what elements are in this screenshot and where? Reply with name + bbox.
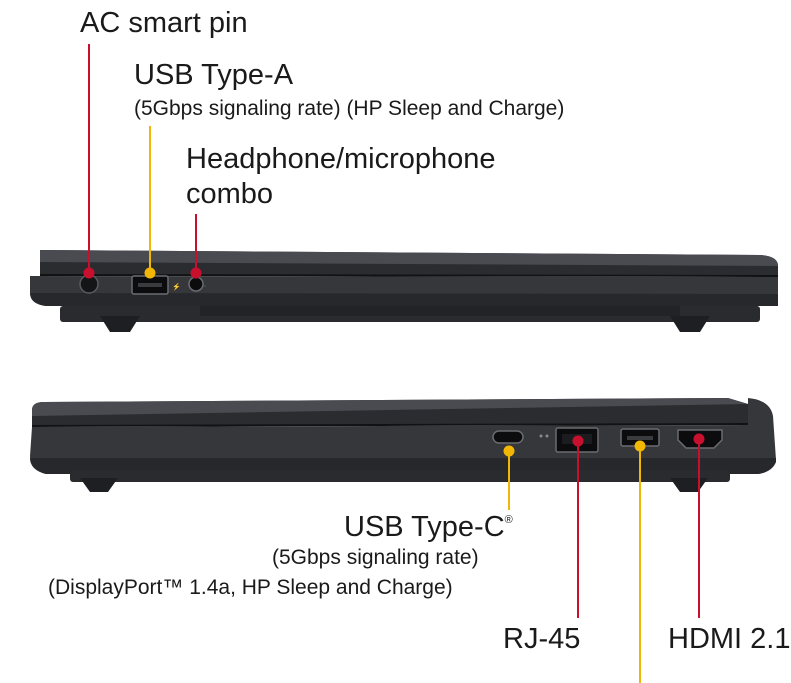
laptop-right-side-view bbox=[30, 398, 776, 492]
usb-c-detail-line1: (5Gbps signaling rate) bbox=[272, 546, 479, 569]
usb-c-registered-mark: ® bbox=[504, 514, 513, 526]
headphone-label-line2: combo bbox=[186, 178, 274, 210]
rj45-label: RJ-45 bbox=[503, 623, 581, 655]
usb-c-label: USB Type-C® bbox=[344, 511, 513, 544]
hdmi-callout-dot bbox=[693, 433, 705, 445]
headphone-callout-dot bbox=[190, 267, 202, 279]
usb-a-label: USB Type-A bbox=[134, 59, 294, 91]
usb-a-right-callout-dot bbox=[634, 440, 646, 452]
usb-c-title: USB Type-C bbox=[344, 511, 505, 543]
usb-a-detail: (5Gbps signaling rate) (HP Sleep and Cha… bbox=[134, 97, 565, 120]
laptop-left-side-view: ⚡ ◦ bbox=[30, 250, 779, 332]
svg-text:◦: ◦ bbox=[204, 284, 206, 290]
headphone-label-line1: Headphone/microphone bbox=[186, 143, 496, 175]
usb-c-port bbox=[492, 430, 524, 444]
ac-pin-callout-dot bbox=[83, 267, 95, 279]
headphone-port bbox=[188, 276, 204, 292]
usb-c-detail-line2: (DisplayPort™ 1.4a, HP Sleep and Charge) bbox=[48, 576, 453, 599]
ac-pin-label: AC smart pin bbox=[80, 7, 248, 39]
usb-a-callout-dot bbox=[144, 267, 156, 279]
usb-c-callout-dot bbox=[503, 445, 515, 457]
svg-text:⚡: ⚡ bbox=[172, 282, 181, 291]
hdmi-label: HDMI 2.1 bbox=[668, 623, 791, 655]
rj45-callout-dot bbox=[572, 435, 584, 447]
